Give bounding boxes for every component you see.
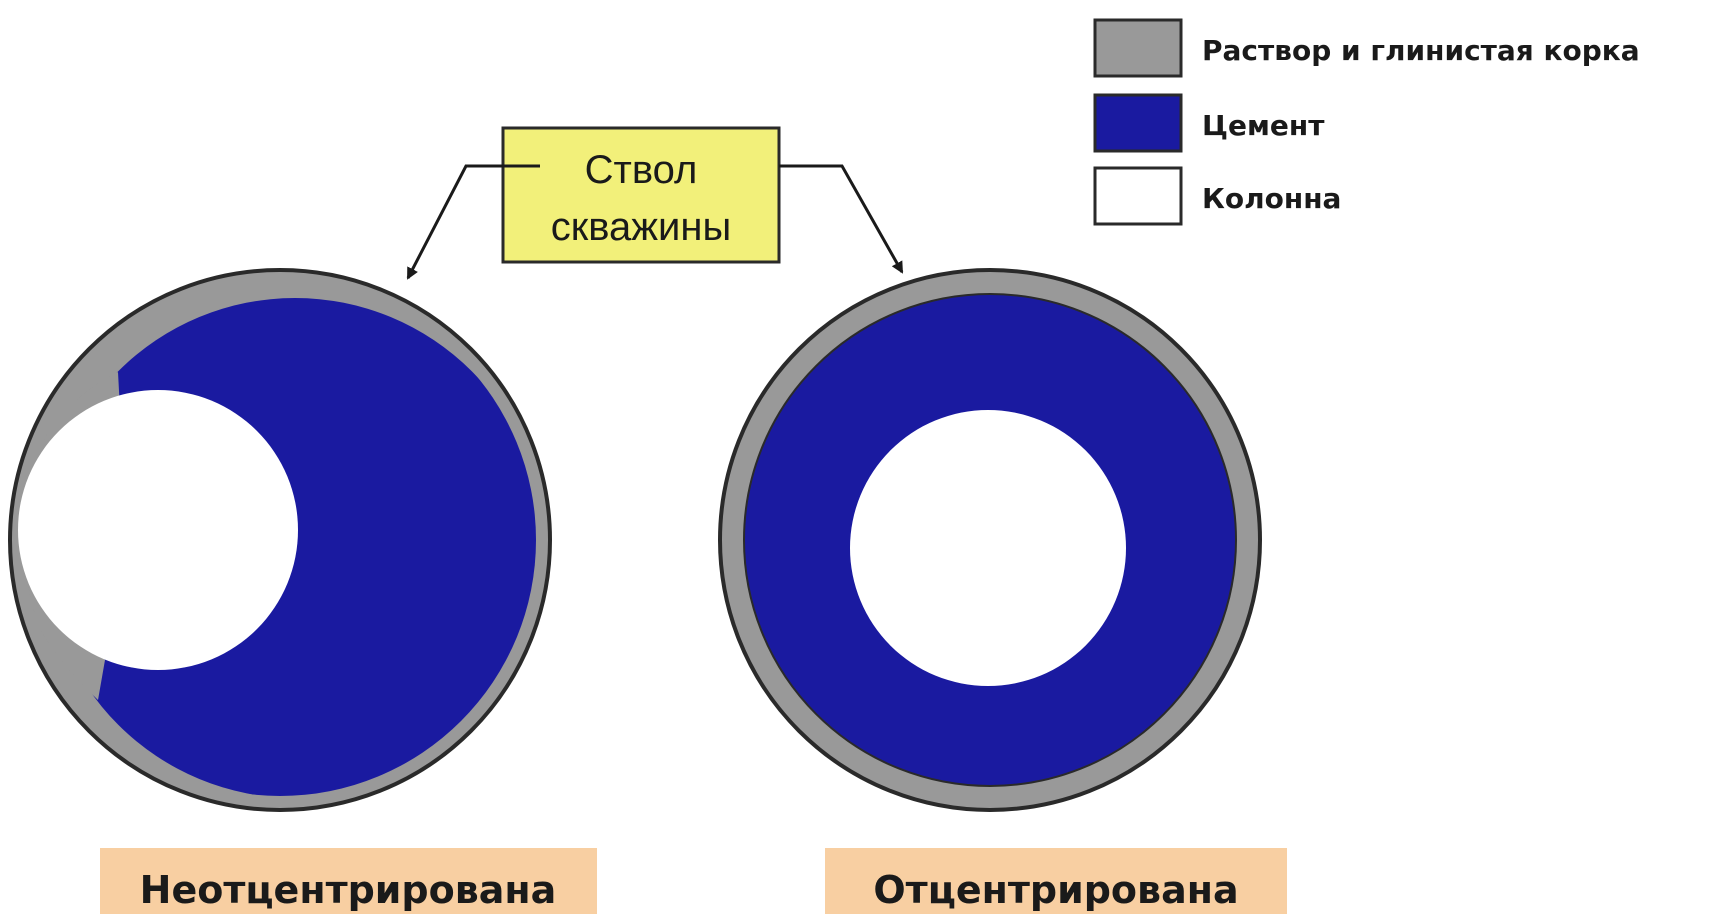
- legend-item-cement: Цемент: [1093, 93, 1325, 153]
- wellbore-callout: Ствол скважины: [406, 126, 904, 280]
- caption-centered: Отцентрирована: [825, 848, 1287, 914]
- callout-box: [501, 126, 781, 264]
- legend-label-mud: Раствор и глинистая корка: [1202, 34, 1640, 67]
- legend-swatch-cement: [1093, 93, 1183, 153]
- legend-label-casing: Колонна: [1202, 182, 1341, 215]
- legend-swatch-casing: [1093, 166, 1183, 226]
- legend-label-cement: Цемент: [1202, 109, 1325, 142]
- well-uncentered: [8, 268, 552, 812]
- caption-label: Отцентрирована: [873, 868, 1238, 912]
- callout-arrow-right: [779, 164, 904, 274]
- casing: [18, 390, 298, 670]
- callout-line-1: Ствол: [585, 148, 698, 192]
- legend: Раствор и глинистая корка Цемент Колонна: [1093, 18, 1640, 226]
- callout-arrow-left: [406, 164, 540, 280]
- casing: [850, 410, 1126, 686]
- caption-box: [825, 848, 1287, 914]
- legend-item-mud: Раствор и глинистая корка: [1093, 18, 1640, 78]
- callout-line-2: скважины: [551, 205, 732, 249]
- caption-box: [100, 848, 597, 914]
- caption-label: Неотцентрирована: [140, 868, 557, 912]
- legend-item-casing: Колонна: [1093, 166, 1341, 226]
- well-centered: [718, 268, 1262, 812]
- legend-swatch-mud: [1093, 18, 1183, 78]
- caption-uncentered: Неотцентрирована: [100, 848, 597, 914]
